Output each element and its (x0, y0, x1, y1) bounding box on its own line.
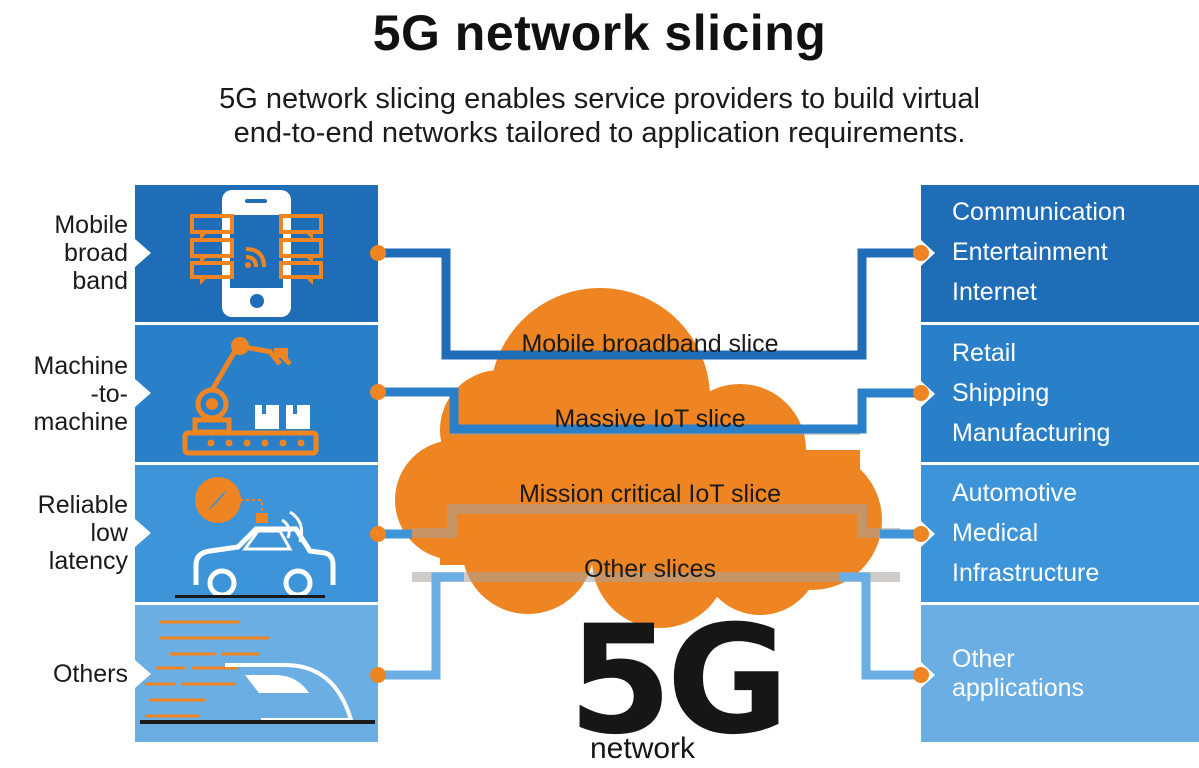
right-text-group-4: Other applications (952, 645, 1084, 703)
logo-subtext-partial: network (590, 732, 696, 765)
right-panel-other-applications (921, 605, 1199, 742)
left-label-mobile-broadband: Mobile broad band (54, 211, 128, 295)
slice-label-mobile-broadband: Mobile broadband slice (521, 330, 779, 358)
right-item: Infrastructure (952, 559, 1100, 587)
subtitle-line-1: 5G network slicing enables service provi… (219, 83, 980, 115)
right-item: Shipping (952, 379, 1050, 407)
right-item: Other (952, 645, 1015, 673)
panel-notch (135, 379, 151, 407)
car-icon (175, 477, 336, 598)
panel-notch (135, 660, 151, 688)
right-panel-automotive (921, 465, 1199, 602)
right-text-group-1: Communication Entertainment Internet (952, 192, 1126, 312)
slicing-diagram (140, 190, 929, 724)
right-item: Communication (952, 198, 1126, 226)
right-item: Internet (952, 278, 1037, 306)
right-text-group-3: Automotive Medical Infrastructure (952, 473, 1099, 593)
right-item: Automotive (952, 479, 1078, 507)
right-item: Entertainment (952, 238, 1108, 266)
right-panel-retail (921, 325, 1199, 462)
subtitle-line-2: end-to-end networks tailored to applicat… (233, 117, 966, 149)
5g-logo: 5G (568, 594, 789, 768)
robot-arm-icon (182, 337, 319, 456)
right-item: applications (952, 674, 1085, 702)
right-text-group-2: Retail Shipping Manufacturing (952, 333, 1110, 453)
right-item: Medical (952, 519, 1039, 547)
panel-notch (135, 239, 151, 267)
slice-label-massive-iot: Massive IoT slice (554, 405, 746, 433)
right-panel-communication (921, 185, 1199, 322)
right-item: Retail (952, 339, 1016, 367)
high-speed-train-icon (140, 620, 375, 724)
connector-dots (370, 245, 929, 683)
page-subtitle: 5G network slicing enables service provi… (0, 82, 1199, 150)
page-title: 5G network slicing (372, 5, 827, 61)
slice-connectors (378, 248, 921, 680)
panel-notch (135, 519, 151, 547)
left-label-reliable-low-latency: Reliable low latency (37, 491, 128, 575)
right-item: Manufacturing (952, 419, 1111, 447)
smartphone-icon (190, 190, 323, 317)
slice-label-mission-critical-iot: Mission critical IoT slice (518, 480, 782, 508)
slice-label-other-slices: Other slices (584, 555, 716, 583)
left-label-others: Others (52, 660, 128, 688)
left-label-machine-to-machine: Machine -to- machine (33, 352, 129, 436)
